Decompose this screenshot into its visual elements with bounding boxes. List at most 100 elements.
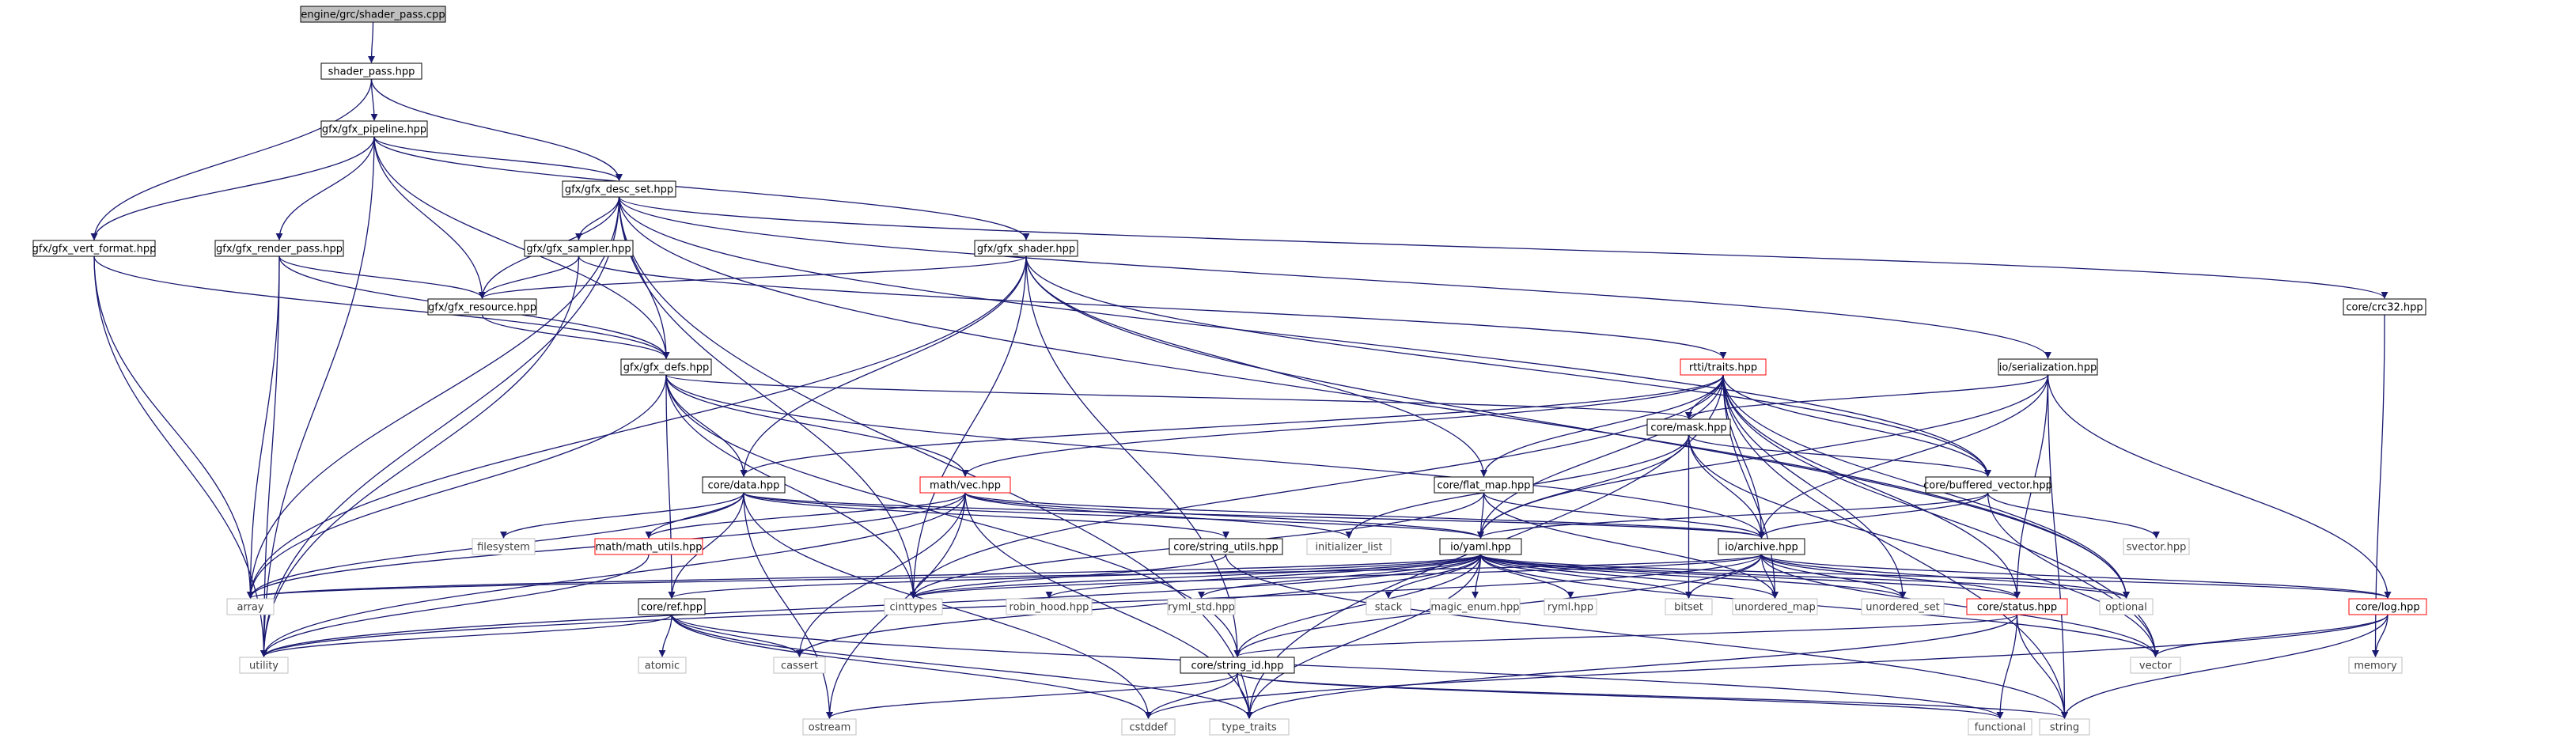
edge-core_data-to-io_yaml [743,492,1484,539]
node-gfx-desc-set[interactable]: gfx/gfx_desc_set.hpp [562,180,676,198]
node-core-data[interactable]: core/data.hpp [702,476,786,494]
node-gfx-shader[interactable]: gfx/gfx_shader.hpp [974,240,1078,257]
edge-io_serialization-to-string [2047,374,2068,719]
node-box [638,598,706,615]
edge-rtti_traits-to-unordered_map [1722,374,1779,599]
node-gfx-render-pass[interactable]: gfx/gfx_render_pass.hpp [214,240,344,257]
node-box [638,657,687,674]
edge-rtti_traits-to-core_flat_map [1480,374,1724,477]
node-box [1366,598,1411,615]
node-core-string-utils[interactable]: core/string_utils.hpp [1169,538,1283,555]
node-box [2099,598,2154,615]
edge-gfx_desc_set-to-type_traits [618,196,1253,719]
node-box [1732,598,1818,615]
node-label: functional [1975,722,2026,734]
node-core-ref[interactable]: core/ref.hpp [638,598,706,615]
edge-rtti_traits-to-io_yaml [1477,374,1724,539]
node-root[interactable]: engine/grc/shader_pass.cpp [300,6,446,23]
node-cassert: cassert [773,657,826,674]
node-core-buffered-vector[interactable]: core/buffered_vector.hpp [1923,476,2052,494]
node-label: cassert [781,660,818,672]
edge-gfx_pipeline-to-gfx_render_pass [275,136,375,240]
edge-gfx_desc_set-to-crc32 [618,196,2388,299]
edge-io_yaml-to-utility [260,554,1482,657]
nodes: engine/grc/shader_pass.cpp shader_pass.hp… [32,6,2427,736]
edge-io_archive-to-core_status [1760,554,2021,599]
edge-io_yaml-to-bitset [1479,554,1692,599]
node-label: stack [1375,602,1403,614]
node-label: cinttypes [890,602,938,614]
node-io-yaml[interactable]: io/yaml.hpp [1439,538,1522,555]
node-box [1968,718,2032,736]
node-bitset: bitset [1665,598,1713,615]
node-box [2348,598,2427,615]
edge-core_buffered_vector-to-svector [1987,492,2160,539]
edge-io_yaml-to-core_ref [668,554,1482,599]
node-io-archive[interactable]: io/archive.hpp [1718,538,1805,555]
node-box [1966,598,2068,615]
node-gfx-defs[interactable]: gfx/gfx_defs.hpp [620,358,712,376]
node-core-string-id[interactable]: core/string_id.hpp [1180,657,1295,674]
node-label: atomic [645,660,680,672]
node-io-serialization[interactable]: io/serialization.hpp [1998,358,2098,376]
node-functional: functional [1968,718,2032,736]
node-box [974,240,1078,257]
edge-io_archive-to-unordered_set [1760,554,1907,599]
edge-rtti_traits-to-cinttypes [910,374,1724,599]
node-math-utils[interactable]: math/math_utils.hpp [594,538,703,555]
edge-gfx_render_pass-to-utility [260,255,280,657]
edge-core_buffered_vector-to-vector [1987,492,2159,657]
edge-io_yaml-to-unordered_set [1479,554,1907,599]
edge-io_serialization-to-io_yaml [1477,374,2049,539]
node-rtti-traits[interactable]: rtti/traits.hpp [1680,358,1767,376]
node-core-mask[interactable]: core/mask.hpp [1646,418,1731,436]
edge-gfx_shader-to-gfx_resource [479,255,1027,299]
edge-gfx_pipeline-to-utility [260,136,375,657]
node-label: gfx/gfx_pipeline.hpp [322,124,426,136]
node-gfx-pipeline[interactable]: gfx/gfx_pipeline.hpp [320,120,428,138]
edge-core_buffered_vector-to-io_yaml [1477,492,1989,539]
node-core-flat-map[interactable]: core/flat_map.hpp [1434,476,1534,494]
edge-shader_pass_hpp-to-gfx_vert_format [90,78,373,240]
node-unordered-map: unordered_map [1732,598,1818,615]
node-label: io/archive.hpp [1725,542,1798,554]
edge-core_mask-to-io_yaml [1477,434,1690,539]
node-label: ryml_std.hpp [1168,602,1235,614]
edge-gfx_desc_set-to-io_serialization [618,196,2051,359]
edge-io_yaml-to-robin_hood [1045,554,1482,599]
node-gfx-vert-format[interactable]: gfx/gfx_vert_format.hpp [32,240,157,257]
edge-core_data-to-core_string_utils [743,492,1229,539]
node-core-status[interactable]: core/status.hpp [1966,598,2068,615]
node-atomic: atomic [638,657,687,674]
node-box [2348,657,2403,674]
node-label: cstddef [1129,722,1168,734]
node-gfx-sampler[interactable]: gfx/gfx_sampler.hpp [524,240,634,257]
node-core-log[interactable]: core/log.hpp [2348,598,2427,615]
node-magic-enum: magic_enum.hpp [1430,598,1521,615]
node-label: memory [2354,660,2397,672]
node-shader-pass-hpp[interactable]: shader_pass.hpp [320,62,422,80]
edge-io_serialization-to-io_archive [1758,374,2049,539]
node-box [1121,718,1176,736]
node-label: core/ref.hpp [641,602,703,614]
node-box [1439,538,1522,555]
node-gfx-resource[interactable]: gfx/gfx_resource.hpp [427,298,537,316]
node-box [1544,598,1597,615]
node-box [1646,418,1731,436]
node-crc32[interactable]: core/crc32.hpp [2343,298,2426,316]
edge-core_status-to-string [2016,614,2068,719]
edge-gfx_pipeline-to-gfx_resource [373,136,486,299]
edge-core_string_utils-to-string [1225,554,2068,719]
node-box [2130,657,2181,674]
node-label: core/mask.hpp [1650,422,1726,434]
edge-math_vec-to-math_utils [645,492,966,539]
node-label: ostream [809,722,851,734]
edge-core_ref-to-cassert [671,614,803,657]
edge-core_string_id-to-cstddef [1145,672,1238,719]
edge-core_ref-to-functional [671,614,2004,719]
node-math-vec[interactable]: math/vec.hpp [919,476,1011,494]
edge-io_archive-to-cinttypes [910,554,1763,599]
edge-rtti_traits-to-unordered_set [1722,374,1907,599]
node-label: unordered_set [1866,602,1939,614]
